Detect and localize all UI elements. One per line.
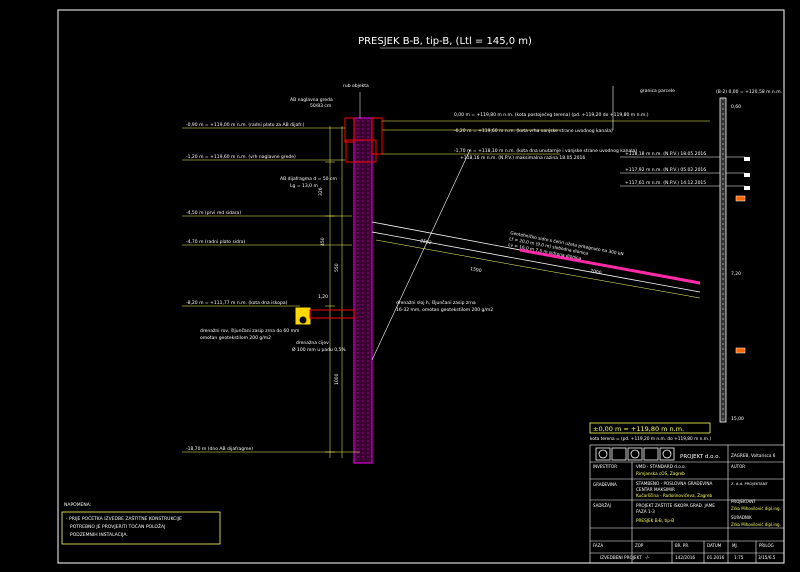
vertical-dimension-chain <box>325 126 343 458</box>
tb-investitor-2: Rimjanska cOS, Zagreb <box>636 471 685 476</box>
level-left-4: -4,70 m (radni plato sidra) <box>186 239 246 245</box>
level-left-3: -4,50 m (prvi red sidara) <box>186 210 241 216</box>
tb-projektant-label: PROJEKTANT <box>731 499 756 504</box>
dim-1000: 1000 <box>334 373 340 385</box>
level-center-2: -0,20 m = +119,60 m n.m. (kota vrha vanj… <box>454 128 613 134</box>
label-building-edge: rub objekta <box>343 83 369 89</box>
sheet-frame <box>57 9 785 564</box>
borehole-depth-1: 0,60 <box>731 104 741 110</box>
tb-investitor-label: INVESTITOR <box>593 464 617 469</box>
tb-zop-label: ZOP <box>635 543 644 548</box>
borehole-depth-2: 7,20 <box>731 271 741 277</box>
drainage-left-2: omotan geotekstilom 200 g/m2 <box>200 335 271 341</box>
label-capping-beam: AB naglavna greda <box>290 97 333 103</box>
tb-gradevina-2: CENTAR MAKSIMIR <box>636 487 675 492</box>
tb-faza-value: IZVEDBENI PROJEKT <box>600 555 642 560</box>
tb-gradevina-label: GRAĐEVINA <box>593 482 617 487</box>
borehole-log <box>719 97 750 423</box>
slope-line <box>371 149 471 361</box>
reference-zero: ±0,00 m = +119,80 m n.m. <box>593 425 684 433</box>
level-left-1: -0,90 m = +119,00 m n.m. (radni plato za… <box>186 122 305 128</box>
tb-prilog-value: 3/15/6.5 <box>758 555 776 560</box>
tb-autor-value: Z. d.d. PROJEKTANT <box>731 481 769 486</box>
drainage-pipe-1: drenažna cijev <box>296 339 329 346</box>
dim-120: 1,20 <box>318 294 328 300</box>
anchor-dimension-lines <box>375 239 701 299</box>
note-line-1: - PRIJE POČETKA IZVEDBE ZAŠTITNE KONSTRU… <box>66 515 182 522</box>
drainage-right-2: 16-32 mm, omotan geotekstilom 200 g/m2 <box>396 307 493 313</box>
company-name: PROJEKT d.o.o. <box>680 454 720 460</box>
ground-anchor <box>371 221 701 293</box>
tb-datum-value: 01.2016 <box>707 555 725 560</box>
tb-prilog-label: PRILOG <box>759 543 774 548</box>
dim-450: 450 <box>320 237 326 246</box>
drainage-left-1: drenažni rov, šljunčani zasip zrna do 60… <box>200 327 299 334</box>
tb-zop-value: -/- <box>645 555 650 560</box>
tb-faza-label: FAZA <box>593 543 603 548</box>
drainage-pipe-2: Ø 100 mm u padu 0,5% <box>292 346 346 353</box>
tb-projektant-value: Zrko Mihovilović dipl.ing. <box>731 506 781 511</box>
tb-sadrzaj-label: SADRŽAJ <box>593 503 611 508</box>
water-level-3: +117,61 m n.m. (N.P.V.) 14.12.2015 <box>625 180 706 186</box>
tb-gradevina-1: STAMBENO - POSLOVNA GRAĐEVINA <box>636 481 713 486</box>
borehole-header: (B-2) 0,00 = +120,58 m n.m. <box>716 89 782 95</box>
drawing-title: PRESJEK B-B, tip-B, (Ltl = 145,0 m) <box>358 36 532 47</box>
level-center-4: +118,16 m n.m. (N.P.V.) maksimalna razin… <box>460 155 585 161</box>
note-line-3: PODZEMNIH INSTALACIJA. <box>70 532 128 538</box>
level-left-6: -18,70 m (dno AB dijafragme) <box>186 446 253 452</box>
tb-suradnik-value: Zrko Mihovilović dipl.ing. <box>731 522 781 527</box>
water-level-1: +118,18 m n.m. (N.P.V.) 18.05.2016 <box>625 151 706 157</box>
title-block <box>589 444 785 564</box>
guide-wall-right <box>371 117 383 155</box>
label-parcel-boundary: granica parcele <box>640 88 675 94</box>
level-left-2: -1,20 m = +119,60 m n.m. (vrh naglavne g… <box>186 154 296 160</box>
company-address: ZAGREB, Voltarisca 6 <box>731 453 776 458</box>
tb-datum-label: DATUM <box>707 543 722 548</box>
guide-wall-left <box>344 117 355 143</box>
tb-broj-value: 142/2016 <box>675 555 695 560</box>
drainage-trench <box>295 307 355 325</box>
level-left-5: -8,20 m = +111,77 m n.m. (kota dna iskop… <box>186 300 288 306</box>
tb-sadrzaj-2: FAZA 1-3 <box>636 509 655 514</box>
dim-1590: 1590 <box>470 266 483 274</box>
dim-2592: 2592 <box>420 238 433 246</box>
tb-suradnik-label: SURADNIK <box>731 515 752 520</box>
diaphragm-wall <box>353 117 373 464</box>
tb-sadrzaj-3: PRESJEK B-B, tip-B <box>636 518 674 523</box>
note-heading: NAPOMENA: <box>64 502 91 508</box>
tb-gradevina-3: Kućarščina - Radolinovićeva, Zagreb <box>636 493 712 498</box>
tb-investitor-1: VMD - STANDARD d.o.o. <box>636 464 686 469</box>
water-level-2: +117,92 m n.m. (N.P.V.) 05.02.2016 <box>625 167 706 173</box>
drainage-right-1: drenažni sloj h, šljunčani zasip zrna <box>396 299 476 306</box>
dim-326: 326 <box>318 187 324 196</box>
label-diaphragm-length: Lg = 13,0 m <box>290 183 318 189</box>
level-center-1: 0,00 m = +119,80 m n.m. (kota postojećeg… <box>454 111 649 118</box>
reference-box <box>589 422 711 434</box>
borehole-depth-3: 15,00 <box>731 416 744 422</box>
tb-mjerilo-label: MJ. <box>732 543 738 548</box>
reference-terrain: kota terena = (pd. +119,20 m n.m. do +11… <box>590 436 711 442</box>
label-diaphragm: AB dijafragma d = 50 cm <box>280 176 337 182</box>
note-block: NAPOMENA: - PRIJE POČETKA IZVEDBE ZAŠTIT… <box>61 502 221 545</box>
dim-2000: 2000 <box>590 268 603 276</box>
label-capping-beam-dim: 50/83 cm <box>310 103 331 109</box>
tb-sadrzaj-1: PROJEKT ZAŠTITE ISKOPA GRAĐ. JAME <box>636 503 715 508</box>
note-line-2: POTREBNO JE PROVJERITI TOČAN POLOŽAJ <box>70 522 165 530</box>
tb-mjerilo-value: 1:75 <box>734 555 744 560</box>
tb-autor-label: AUTOR <box>731 464 745 469</box>
company-logo <box>595 447 675 461</box>
level-center-3: -1,70 m = +118,10 m n.m. (kota dna unuta… <box>454 148 637 154</box>
tb-broj-label: BR. PR. <box>675 543 689 548</box>
dim-550: 550 <box>334 263 340 272</box>
capping-beam <box>345 139 377 163</box>
